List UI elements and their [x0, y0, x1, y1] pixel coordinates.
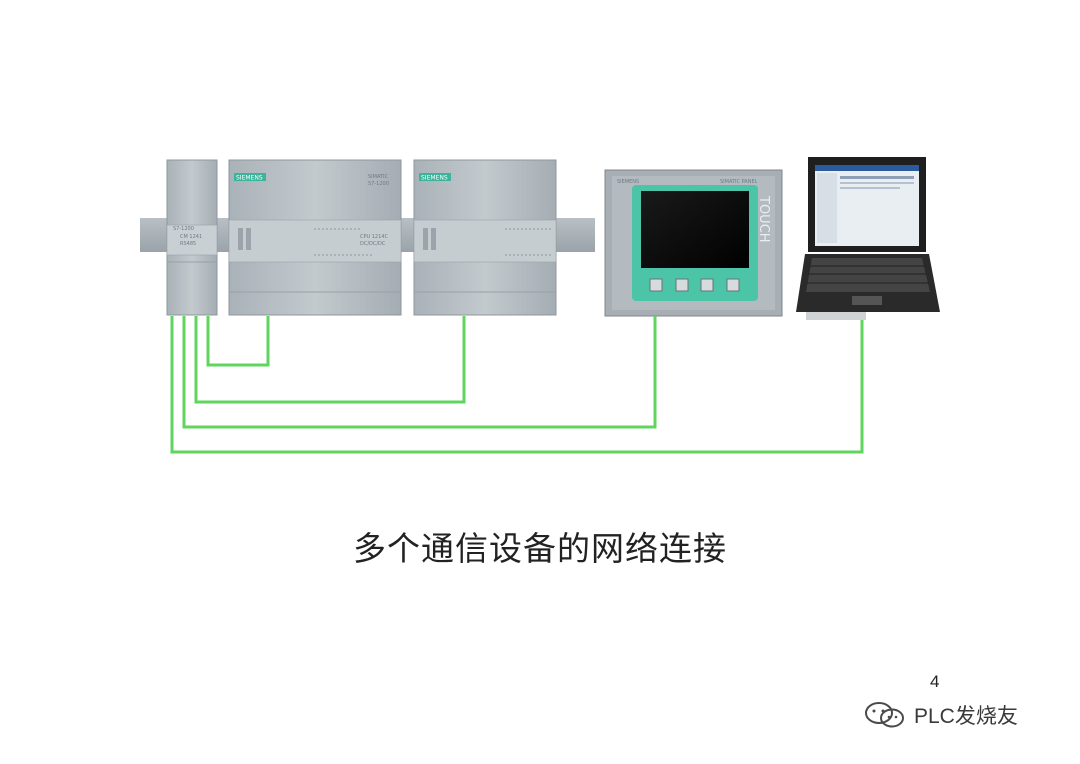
cable-to-hmi	[182, 316, 657, 429]
siemens-logo-1: SIEMENS	[236, 175, 263, 182]
hmi-function-keys	[649, 278, 740, 292]
cm-module: S7-1200 CM 1241 RS485	[166, 159, 218, 316]
network-cables	[170, 316, 864, 454]
hmi-panel: SIEMENS SIMATIC PANEL TOUCH	[604, 169, 783, 317]
cm-label-1: S7-1200	[173, 226, 194, 232]
laptop	[796, 157, 940, 320]
cpu1-simatic: SIMATIC	[368, 174, 389, 180]
cable-to-cpu1	[206, 316, 270, 367]
cpu-module-2: SIEMENS	[413, 159, 557, 316]
cm-label-3: RS485	[180, 241, 196, 247]
cable-to-laptop	[170, 316, 864, 454]
siemens-logo-2: SIEMENS	[421, 175, 448, 182]
cpu1-type: DC/DC/DC	[360, 241, 386, 247]
cpu-module-1: SIEMENS SIMATIC S7-1200 CPU 1214C DC/DC/…	[228, 159, 402, 316]
cpu1-series: S7-1200	[368, 181, 389, 187]
hmi-model: SIMATIC PANEL	[720, 179, 758, 185]
hmi-brand: SIEMENS	[617, 179, 639, 185]
cm-label-2: CM 1241	[180, 234, 202, 240]
watermark-text: PLC发烧友	[914, 705, 1018, 728]
hmi-touch-label: TOUCH	[756, 195, 771, 243]
cpu1-model: CPU 1214C	[360, 234, 388, 240]
wechat-icon	[865, 702, 904, 728]
diagram-caption: 多个通信设备的网络连接	[353, 529, 727, 568]
page-number: 4	[930, 672, 940, 691]
watermark: PLC发烧友	[862, 700, 1018, 730]
cable-to-cpu2	[194, 316, 466, 404]
